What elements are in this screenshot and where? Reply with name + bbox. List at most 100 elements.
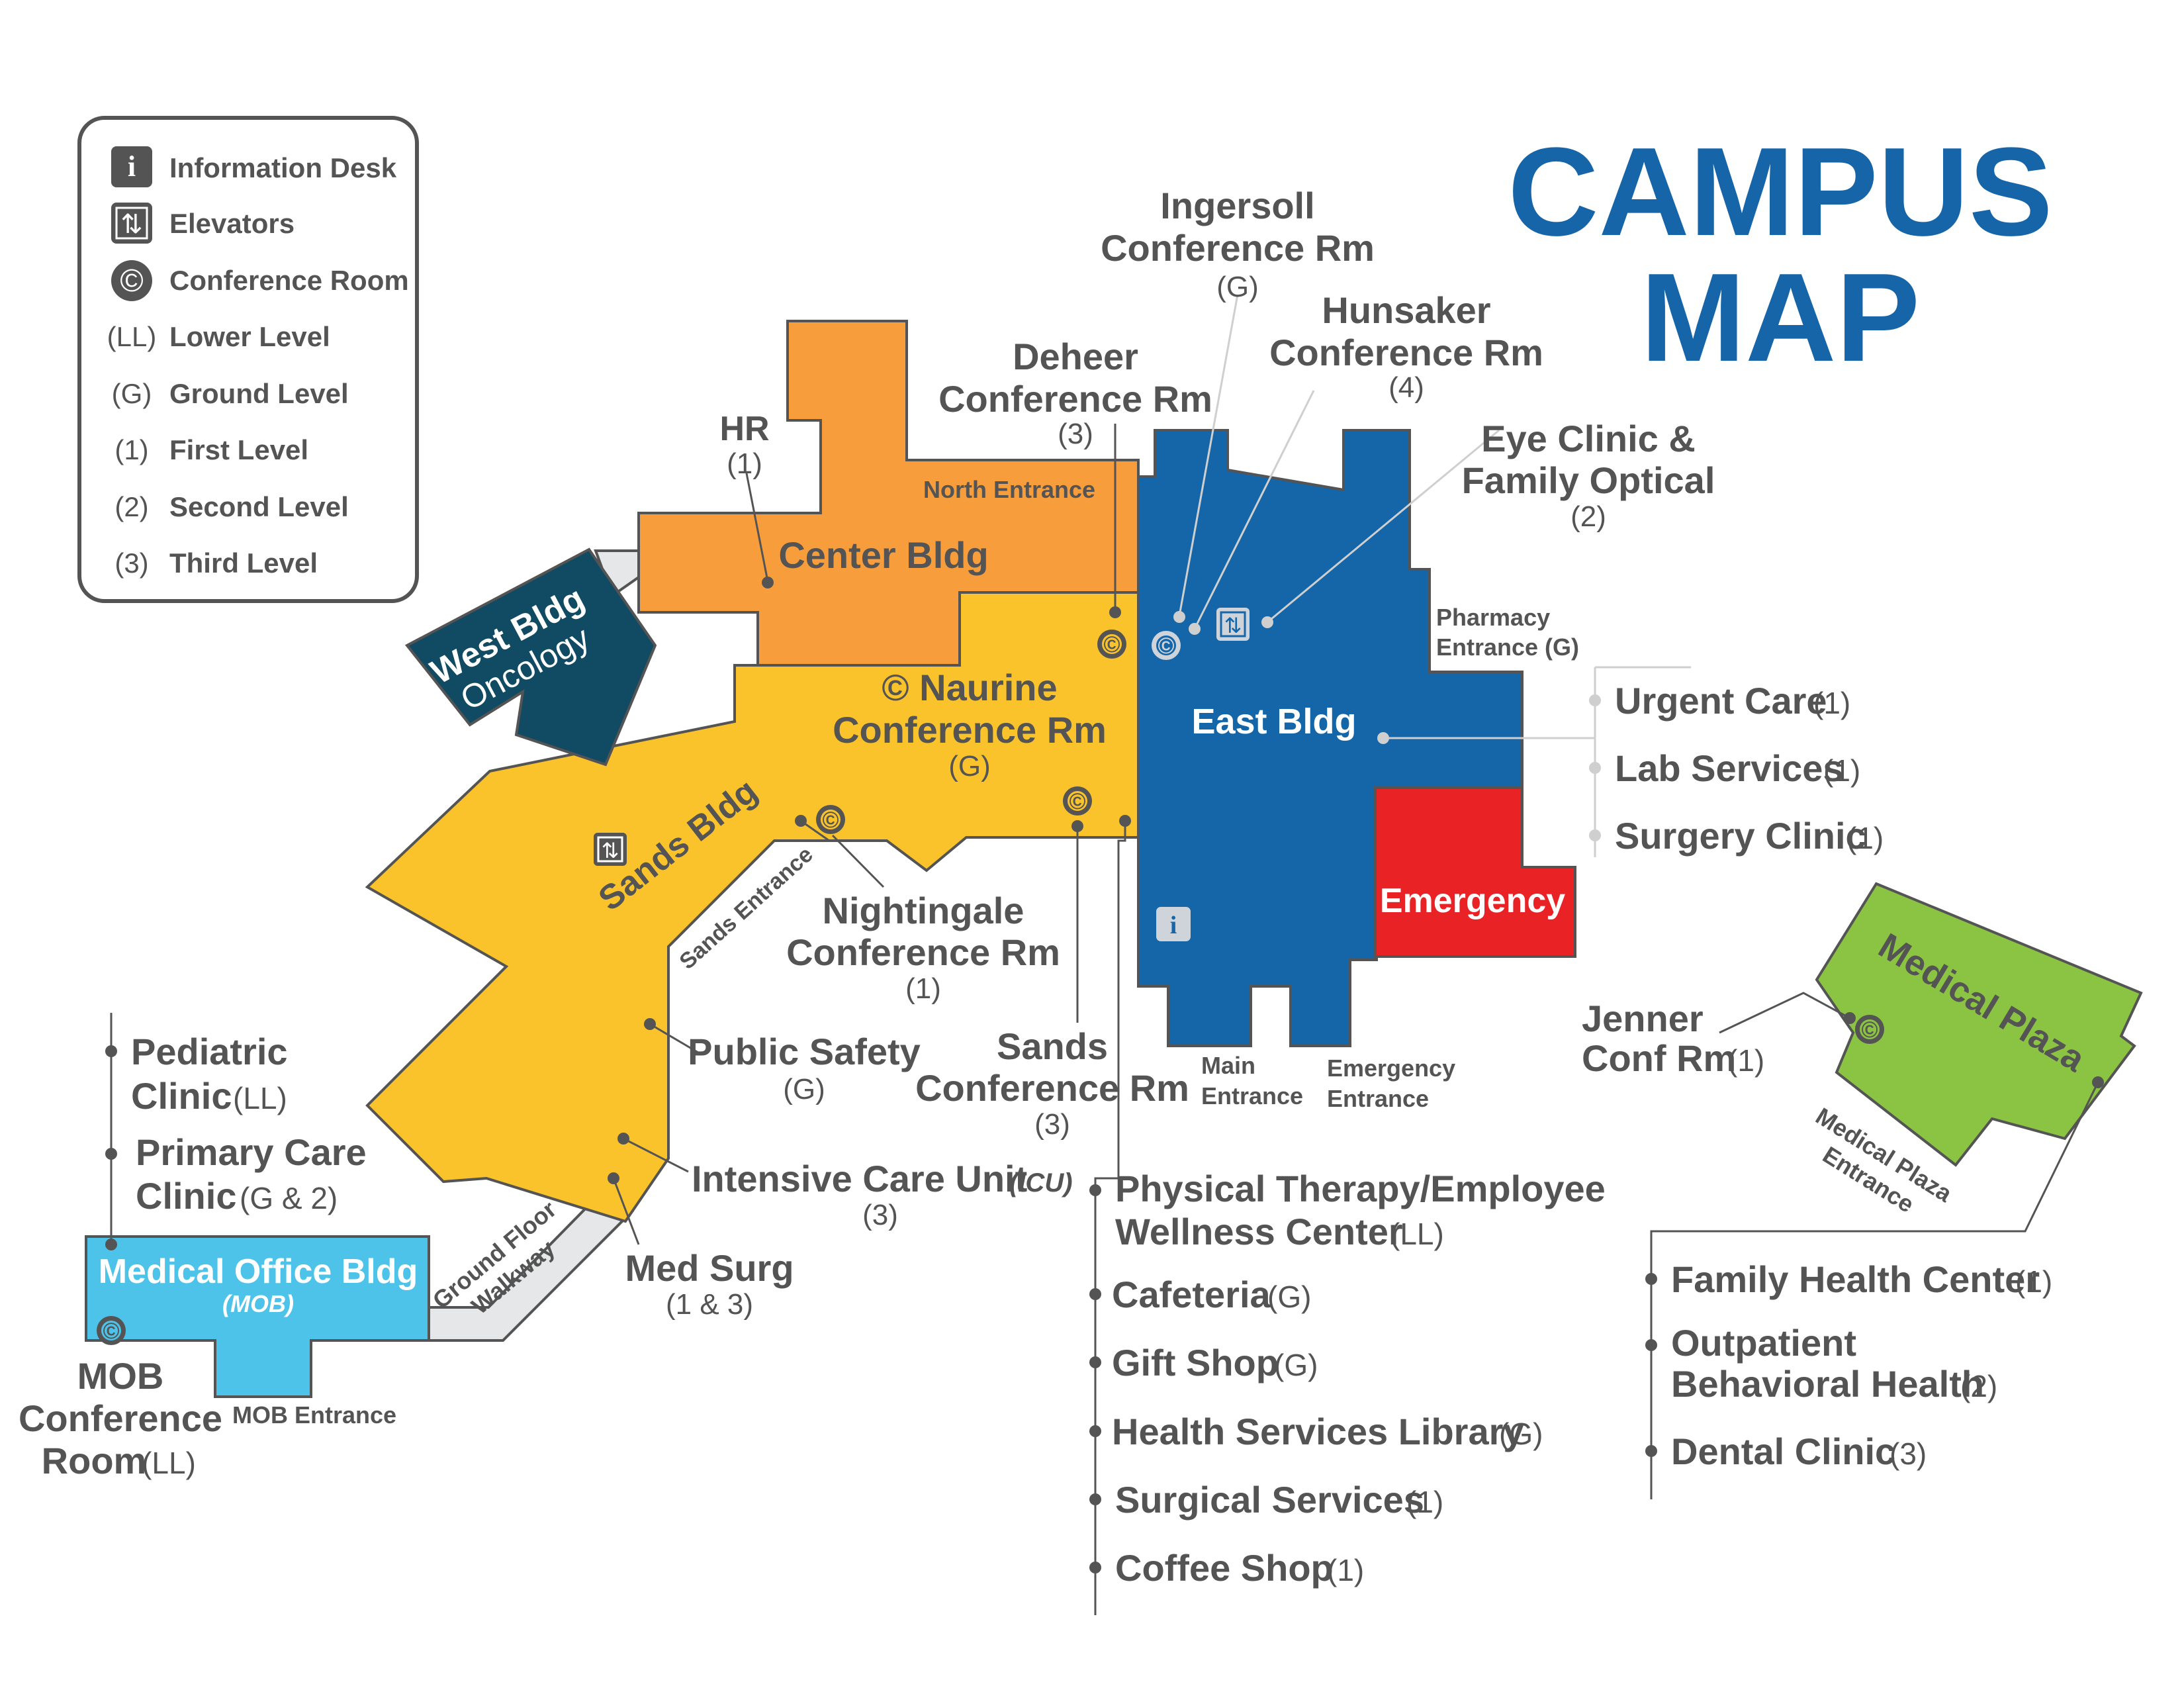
north-entrance-label: North Entrance (923, 476, 1095, 503)
list-item: Surgical Services (1) (1089, 1479, 1443, 1521)
medical-office-building (85, 1235, 430, 1398)
service-name: Lab Services (1615, 747, 1844, 789)
list-item: Gift Shop (G) (1089, 1342, 1318, 1383)
legend-item-elevators: ⇅ Elevators (111, 203, 295, 244)
conf-glyph: © (1158, 633, 1174, 659)
primary-line2: Clinic (136, 1175, 236, 1217)
sands-conference-icon: © (1063, 786, 1092, 816)
legend-label: Elevators (169, 208, 295, 239)
jenner-label-2: Conf Rm (1582, 1037, 1736, 1079)
icu-leader (623, 1137, 689, 1173)
naurine-conference-icon: © (1097, 630, 1126, 659)
service-level: (1) (1406, 1485, 1443, 1519)
med-surg-leader (612, 1178, 640, 1245)
leader-dot (1261, 616, 1273, 628)
public-safety-label: Public Safety (688, 1031, 921, 1072)
legend-label: First Level (169, 434, 308, 465)
list-dot (1589, 829, 1601, 841)
pediatric-line2: Clinic (131, 1075, 232, 1117)
legend-key: (1) (114, 434, 148, 465)
legend-item-second-level: (2) Second Level (114, 491, 348, 522)
plaza-services-list: Family Health Center (1) Outpatient Beha… (1645, 1258, 2052, 1472)
emergency-entrance-label-1: Emergency (1327, 1055, 1455, 1082)
service-level: (1) (1813, 686, 1850, 720)
icu-abbr: (ICU) (1009, 1168, 1073, 1197)
service-name: Urgent Care (1615, 680, 1827, 722)
sands-conference-label-1: Sands (997, 1025, 1108, 1067)
conf-glyph: © (103, 1319, 119, 1344)
jenner-label-1: Jenner (1582, 998, 1704, 1039)
map-title-line1: CAMPUS (1508, 122, 2052, 262)
service-level: (2) (1960, 1369, 1997, 1403)
list-dot (1089, 1184, 1101, 1196)
pharmacy-entrance-label-1: Pharmacy (1436, 604, 1550, 631)
primary-care-clinic-label: Primary Care Clinic (G & 2) (105, 1131, 367, 1217)
list-item: Outpatient Behavioral Health (2) (1645, 1322, 1997, 1405)
service-name: Family Health Center (1671, 1258, 2040, 1300)
leader-dot (1189, 623, 1201, 635)
hunsaker-leader (1193, 390, 1315, 630)
nightingale-leader-2 (831, 834, 885, 888)
list-dot (105, 1148, 117, 1160)
list-dot (1089, 1288, 1101, 1300)
public-safety-level: (G) (783, 1073, 825, 1105)
icu-label: Intensive Care Unit (692, 1158, 1027, 1199)
pediatric-level: (LL) (233, 1081, 287, 1115)
nightingale-label-1: Nightingale (823, 890, 1024, 931)
list-item: Surgery Clinic (1) (1589, 815, 1884, 857)
east-elevator-icon: ⇅ (1216, 608, 1250, 641)
service-name: Dental Clinic (1671, 1430, 1895, 1472)
hr-level: (1) (727, 447, 762, 480)
emergency-entrance-label-2: Entrance (1327, 1085, 1429, 1112)
primary-line1: Primary Care (136, 1131, 367, 1173)
legend-label: Second Level (169, 491, 349, 522)
pharmacy-entrance-label-2: Entrance (G) (1436, 633, 1579, 661)
naurine-label-1: © Naurine (882, 667, 1057, 708)
service-name: Gift Shop (1112, 1342, 1279, 1383)
ingersoll-label-1: Ingersoll (1160, 185, 1314, 226)
sands-conference-level: (3) (1034, 1108, 1070, 1141)
list-item: Physical Therapy/Employee Wellness Cente… (1089, 1168, 1606, 1252)
legend-key: (LL) (107, 321, 157, 352)
ingersoll-leader (1178, 294, 1239, 616)
deheer-label-1: Deheer (1013, 336, 1138, 377)
list-dot (105, 1045, 117, 1057)
leader-dot (608, 1172, 619, 1184)
emergency-label: Emergency (1380, 882, 1565, 920)
legend-item-lower-level: (LL) Lower Level (107, 321, 330, 352)
list-dot (1089, 1356, 1101, 1368)
legend-item-first-level: (1) First Level (114, 434, 308, 465)
east-services-list: Urgent Care (1) Lab Services (1) Surgery… (1589, 680, 1884, 857)
eye-clinic-level: (2) (1570, 500, 1606, 533)
ingersoll-label-2: Conference Rm (1101, 227, 1375, 269)
conf-glyph: © (1103, 632, 1120, 657)
leader-dot (1844, 1012, 1856, 1024)
service-name: Physical Therapy/Employee (1115, 1168, 1606, 1209)
hunsaker-label-1: Hunsaker (1322, 289, 1490, 331)
legend-item-information-desk: i Information Desk (111, 146, 397, 187)
service-level: (G) (1274, 1348, 1318, 1382)
conference-room-icon (111, 260, 152, 301)
list-dot (1089, 1425, 1101, 1437)
pediatric-clinic-label: Pediatric Clinic (LL) (105, 1031, 288, 1117)
legend-label: Information Desk (169, 152, 397, 183)
service-name-2: Behavioral Health (1671, 1363, 1984, 1405)
information-desk-glyph: i (128, 150, 136, 183)
hr-label: HR (719, 410, 769, 448)
emergency-wing (1374, 786, 1576, 958)
conference-glyph: © (120, 263, 143, 299)
leader-dot (795, 815, 807, 827)
legend-key: (G) (112, 378, 152, 409)
west-building (404, 547, 657, 767)
service-name: Surgery Clinic (1615, 815, 1866, 857)
list-dot (1645, 1273, 1657, 1285)
sands-building (365, 591, 1140, 1223)
list-dot (1589, 694, 1601, 706)
service-level: (LL) (1390, 1217, 1444, 1251)
service-name: Health Services Library (1112, 1411, 1524, 1452)
ingersoll-level: (G) (1216, 271, 1259, 303)
legend-key: (2) (114, 491, 148, 522)
list-item: Dental Clinic (3) (1645, 1430, 1927, 1472)
legend-item-ground-level: (G) Ground Level (112, 378, 349, 409)
